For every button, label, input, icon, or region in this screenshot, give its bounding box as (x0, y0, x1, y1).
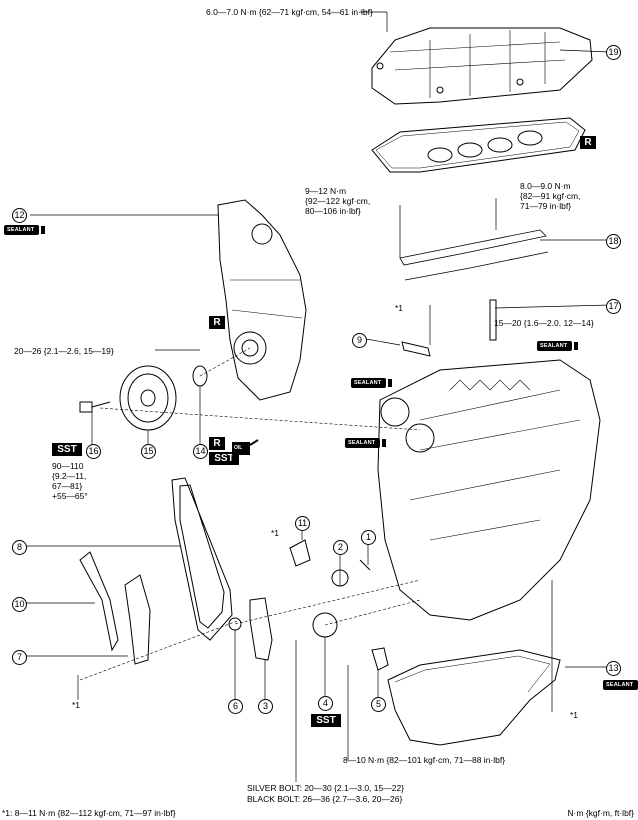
star-note-oil-pan: *1 (570, 710, 579, 720)
torque-bracket-right-3: 71—79 in·lbf} (520, 201, 572, 211)
timing-chain (171, 477, 233, 641)
sealant-icon-cover: SEALANT (4, 225, 46, 235)
callout-10: 10 (12, 597, 27, 612)
star-note-guide: *1 (72, 700, 81, 710)
replace-badge-gasket: R (580, 136, 596, 149)
oil-pump-chain (249, 597, 273, 661)
torque-pulley-2: {9.2—11, (52, 471, 87, 481)
callout-5: 5 (371, 697, 386, 712)
replace-badge-seal: R (209, 437, 225, 450)
seal-plate (401, 341, 431, 357)
callout-18: 18 (606, 234, 621, 249)
torque-pulley-3: 67—81} (52, 481, 83, 491)
callout-1: 1 (361, 530, 376, 545)
callout-2: 2 (333, 540, 348, 555)
sealant-icon-block: SEALANT (345, 438, 387, 448)
callout-13: 13 (606, 661, 621, 676)
callout-12: 12 (12, 208, 27, 223)
sealant-icon-head-right: SEALANT (537, 341, 579, 351)
torque-bracket-left-2: {92—122 kgf·cm, (305, 196, 371, 206)
tensioner-arm (124, 574, 151, 665)
pulley-bolt (79, 401, 111, 413)
callout-19: 19 (606, 45, 621, 60)
callout-8: 8 (12, 540, 27, 555)
replace-badge-bolt: R (209, 316, 225, 329)
oil-pump-chain-tensioner (371, 647, 389, 671)
crankshaft-pulley (119, 365, 177, 431)
leader-lines (26, 11, 611, 782)
callout-11: 11 (295, 516, 310, 531)
sst-badge-seal: SST (209, 452, 239, 465)
callout-4: 4 (318, 696, 333, 711)
star-note-tensioner: *1 (271, 528, 280, 538)
oil-label: OIL (234, 445, 243, 451)
chain-tensioner (289, 539, 311, 567)
callout-16: 16 (86, 444, 101, 459)
footer-note: *1: 8—11 N·m {82—112 kgf·cm, 71—97 in·lb… (2, 808, 176, 818)
engine-block (377, 359, 601, 621)
sealant-icon-oil-pan: SEALANT (603, 680, 638, 690)
callout-14: 14 (193, 444, 208, 459)
callout-9: 9 (352, 333, 367, 348)
torque-black-bolt: BLACK BOLT: 26—36 {2.7—3.6, 20—26} (247, 794, 403, 804)
oil-can-icon: OIL (230, 437, 259, 455)
cylinder-head-cover (371, 27, 593, 105)
callout-6: 6 (228, 699, 243, 714)
torque-bracket-left-1: 9—12 N·m (305, 186, 347, 196)
callout-3: 3 (258, 699, 273, 714)
torque-silver-bolt: SILVER BOLT: 20—30 {2.1—3.0, 15—22} (247, 783, 405, 793)
sst-badge-pulley-bolt: SST (52, 443, 82, 456)
torque-spark-plug: 15—20 {1.6—2.0, 12—14} (494, 318, 594, 328)
head-cover-gasket (371, 117, 586, 173)
dashed-alignment-lines (79, 347, 421, 681)
harness-bracket (399, 229, 549, 281)
torque-pulley-4: +55—65° (52, 491, 88, 501)
callout-17: 17 (606, 299, 621, 314)
torque-cover-bolt-side: 20—26 {2.1—2.6, 15—19} (14, 346, 114, 356)
oil-pan (387, 649, 561, 746)
chain-guide (79, 551, 119, 652)
footer-units: N·m {kgf·m, ft·lbf} (567, 808, 634, 818)
torque-pulley-1: 90—110 (52, 461, 84, 471)
key (359, 559, 371, 571)
torque-bracket-right-1: 8.0—9.0 N·m (520, 181, 571, 191)
callout-15: 15 (141, 444, 156, 459)
spark-plug (489, 299, 497, 341)
timing-chain-cover (217, 199, 307, 401)
sealant-icon-head-upper: SEALANT (351, 378, 393, 388)
sst-badge-sprocket: SST (311, 714, 341, 727)
torque-bracket-right-2: {82—91 kgf·cm, (520, 191, 581, 201)
callout-7: 7 (12, 650, 27, 665)
torque-bracket-left-3: 80—106 in·lbf} (305, 206, 361, 216)
torque-cover-bolt: 6.0—7.0 N·m {62—71 kgf·cm, 54—61 in·lbf} (206, 7, 373, 17)
torque-tensioner-bolt: 8—10 N·m {82—101 kgf·cm, 71—88 in·lbf} (343, 755, 506, 765)
star-note-head: *1 (395, 303, 404, 313)
